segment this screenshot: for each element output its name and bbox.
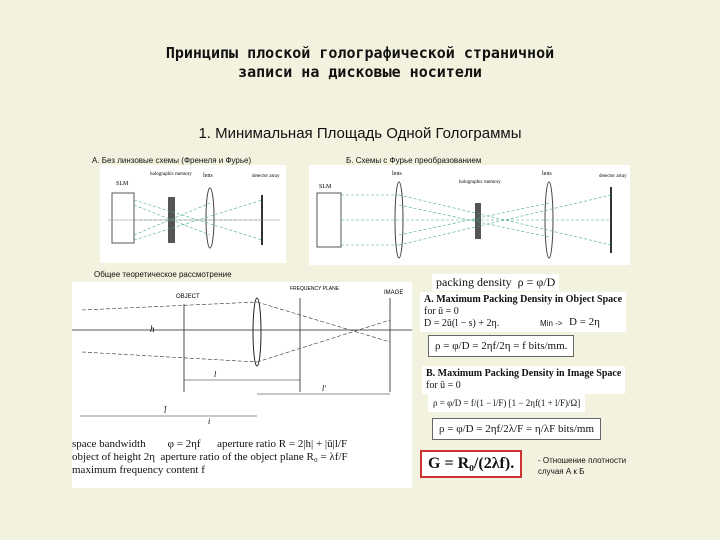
caption-a: А. Без линзовые схемы (Френеля и Фурье): [92, 156, 252, 165]
lens-2-label: lens: [542, 171, 552, 177]
diagram-a-lensless: SLM holographic memory lens detector arr…: [100, 165, 286, 263]
detector-label-b: detector array: [599, 174, 627, 179]
memory-label: holographic memory: [150, 172, 192, 177]
lens-c: [252, 297, 262, 367]
rho-b2-formula: ρ = φ/D = 2ηf/2λ/F = η/λF bits/mm: [432, 418, 601, 440]
caption-b: Б. Схемы с Фурье преобразованием: [346, 156, 482, 165]
memory-label-b: holographic memory: [459, 180, 501, 185]
general-formulas: space bandwidth φ = 2ηf aperture ratio R…: [72, 436, 412, 488]
image-label: IMAGE: [384, 290, 403, 296]
density-note: - Отношение плотности случая А к Б: [538, 456, 627, 476]
case-b-box: B. Maximum Packing Density in Image Spac…: [422, 366, 626, 394]
lens-label: lens: [203, 173, 213, 179]
slm-label-b: SLM: [319, 184, 332, 190]
slm-block: [111, 192, 135, 244]
caption-general: Общее теоретическое рассмотрение: [94, 270, 232, 279]
detector-label: detector array: [252, 174, 280, 179]
min-label: Min ->: [540, 319, 563, 328]
g-ratio-formula: G = R₀/(2λf).: [420, 450, 523, 478]
object-label: OBJECT: [176, 294, 200, 300]
slm-block-b: [316, 192, 342, 248]
slm-label: SLM: [116, 181, 129, 187]
ray-lines-c: [81, 301, 391, 363]
holographic-memory-block-b: [475, 203, 481, 239]
h-symbol: h: [150, 324, 155, 334]
lp-symbol: l': [322, 384, 326, 393]
beam-lines-b: [341, 194, 612, 246]
min-equation: D = 2η: [566, 315, 603, 329]
diagram-general-optics: OBJECT FREQUENCY PLANE IMAGE h l l' l̄ i: [72, 282, 412, 436]
lens-element: [205, 187, 215, 249]
section-heading: 1. Минимальная Площадь Одной Голограммы: [198, 125, 522, 142]
diagram-b-fourier: SLM lens holographic memory lens detecto…: [309, 165, 630, 265]
rho-b1-formula: ρ = φ/D = f/(1 − l/F) [1 − 2ηf(1 + l/F)/…: [428, 394, 586, 412]
lens-1-label: lens: [392, 171, 402, 177]
frequency-plane-label: FREQUENCY PLANE: [290, 286, 340, 292]
rho-a-formula: ρ = φ/D = 2ηf/2η = f bits/mm.: [428, 335, 575, 357]
slide-title: Принципы плоской голографической странич…: [165, 44, 555, 81]
packing-density-label: packing density ρ = φ/D: [432, 274, 560, 291]
i-symbol: i: [208, 417, 210, 426]
lbar-symbol: l̄: [164, 406, 167, 415]
l-symbol: l: [214, 370, 217, 379]
